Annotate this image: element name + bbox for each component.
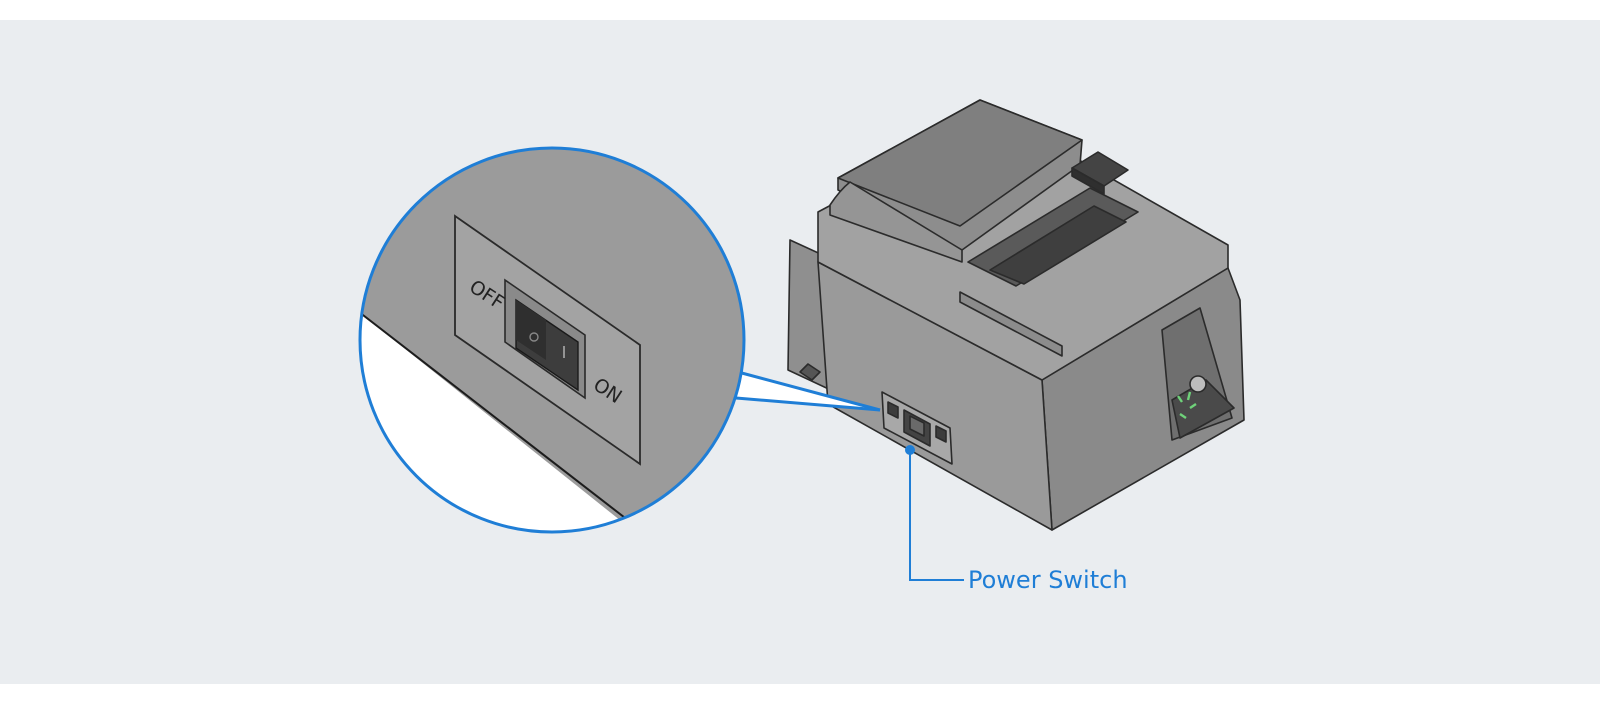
zoom-circle: OFF ON xyxy=(358,146,746,534)
power-switch-label: Power Switch xyxy=(968,566,1128,594)
printer-illustration xyxy=(787,99,1245,531)
power-switch-callout: Power Switch xyxy=(905,445,1128,594)
zoom-connector xyxy=(735,370,881,412)
